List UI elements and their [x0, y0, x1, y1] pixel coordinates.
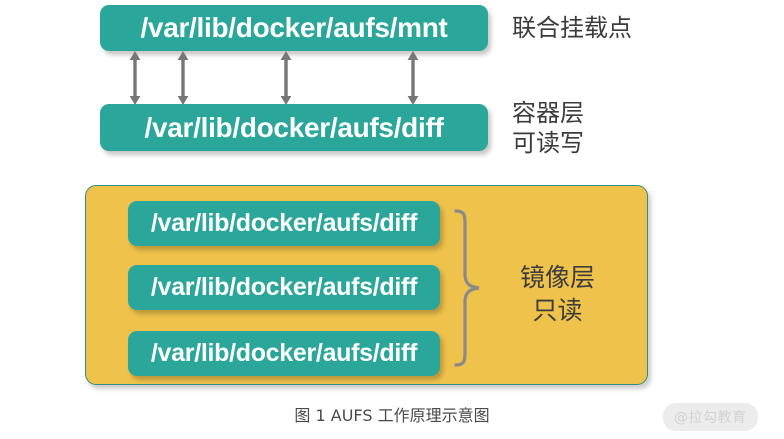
mount-link-arrow-1 — [129, 51, 141, 105]
image-layer-box-2: /var/lib/docker/aufs/diff — [128, 265, 440, 310]
container-layer-box: /var/lib/docker/aufs/diff — [100, 104, 488, 151]
mount-link-arrow-3 — [280, 51, 292, 105]
image-layer-box-1: /var/lib/docker/aufs/diff — [128, 201, 440, 246]
mount-point-annotation: 联合挂载点 — [512, 14, 632, 42]
mount-link-arrow-2 — [177, 51, 189, 105]
watermark: @拉勾教育 — [663, 403, 758, 431]
image-layer-box-2-label: /var/lib/docker/aufs/diff — [150, 273, 418, 301]
image-layer-box-3: /var/lib/docker/aufs/diff — [128, 331, 440, 376]
mount-point-box-label: /var/lib/docker/aufs/mnt — [140, 12, 448, 43]
mount-link-arrow-4 — [407, 51, 419, 105]
container-layer-annotation: 容器层 可读写 — [512, 99, 584, 157]
container-layer-box-label: /var/lib/docker/aufs/diff — [144, 111, 444, 143]
mount-point-box: /var/lib/docker/aufs/mnt — [100, 5, 488, 51]
image-layer-box-1-label: /var/lib/docker/aufs/diff — [150, 209, 418, 237]
image-layer-annotation: 镜像层 只读 — [520, 263, 596, 325]
figure-caption: 图 1 AUFS 工作原理示意图 — [294, 406, 490, 425]
image-layer-brace-icon — [454, 209, 480, 367]
image-layer-box-3-label: /var/lib/docker/aufs/diff — [150, 339, 418, 367]
